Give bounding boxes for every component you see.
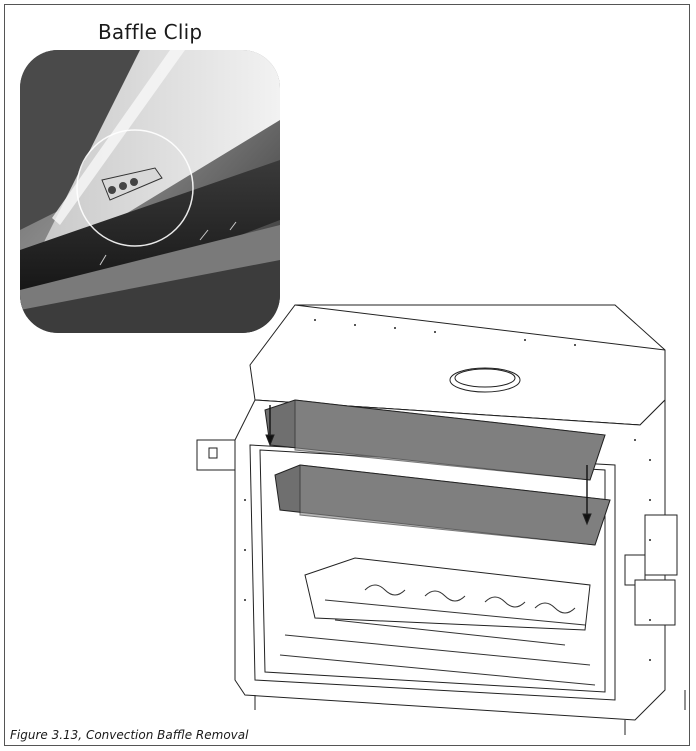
figure-caption: Figure 3.13, Convection Baffle Removal — [10, 728, 249, 742]
photo-title: Baffle Clip — [98, 20, 203, 44]
right-side-panel — [624, 514, 678, 626]
firebox-drawing — [196, 304, 686, 735]
burner-assembly — [304, 557, 591, 631]
left-mounting-bracket — [196, 439, 238, 471]
baffle-clip-photo — [20, 50, 280, 333]
